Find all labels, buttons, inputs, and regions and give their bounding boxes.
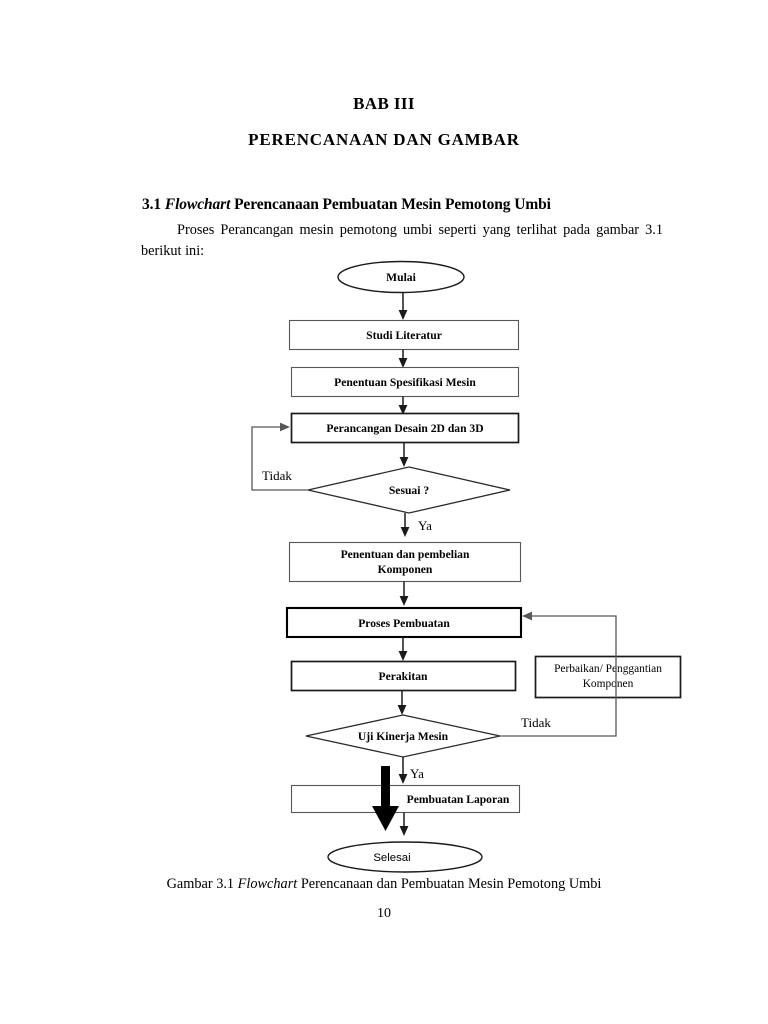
edge-spesifikasi-to-perancangan (398, 396, 408, 415)
edge-uji-tidak-loop (500, 611, 617, 737)
paragraph-text: Proses Perancangan mesin pemotong umbi s… (141, 222, 663, 259)
edge-mulai-to-studi (398, 292, 408, 320)
section-heading: 3.1 Flowchart Perencanaan Pembuatan Mesi… (142, 196, 662, 214)
flow-node-sesuai-label: Sesuai ? (389, 484, 429, 497)
flow-node-sesuai-decision: Sesuai ? (307, 466, 511, 514)
edge-label-tidak-uji: Tidak (521, 715, 551, 730)
page-number: 10 (377, 906, 391, 921)
edge-studi-to-spesifikasi (398, 349, 408, 368)
flow-node-proses-pembuatan-label: Proses Pembuatan (358, 617, 450, 630)
flow-node-studi-literatur: Studi Literatur (288, 319, 520, 351)
flow-node-perbaikan-komponen: Perbaikan/ Penggantian Komponen (534, 655, 682, 699)
chapter-subtitle: PERENCANAAN DAN GAMBAR (248, 130, 520, 149)
edge-laporan-to-selesai (399, 812, 409, 836)
edge-proses-to-perakitan (398, 637, 408, 661)
flow-node-proses-pembuatan: Proses Pembuatan (285, 606, 523, 639)
figure-caption: Gambar 3.1 Flowchart Perencanaan dan Pem… (0, 876, 768, 893)
flow-node-perbaikan-line2: Komponen (583, 678, 634, 690)
flow-node-pembuatan-laporan-label: Pembuatan Laporan (407, 793, 510, 806)
flow-node-perancangan-desain-label: Perancangan Desain 2D dan 3D (326, 422, 483, 435)
caption-rest: Perencanaan dan Pembuatan Mesin Pemotong… (300, 876, 602, 892)
section-title-italic: Flowchart (164, 196, 231, 213)
caption-prefix: Gambar 3.1 (166, 876, 235, 892)
flow-node-mulai: Mulai (337, 260, 465, 294)
body-paragraph: Proses Perancangan mesin pemotong umbi s… (141, 220, 663, 262)
section-title-rest: Perencanaan Pembuatan Mesin Pemotong Umb… (234, 196, 551, 213)
edge-perancangan-to-sesuai (399, 442, 409, 467)
flow-node-penentuan-spesifikasi-label: Penentuan Spesifikasi Mesin (334, 376, 476, 389)
edge-perakitan-to-uji (397, 690, 407, 715)
flow-node-penentuan-spesifikasi: Penentuan Spesifikasi Mesin (290, 366, 520, 398)
edge-pembelian-to-proses (399, 581, 409, 606)
edge-label-ya-design: Ya (418, 518, 432, 533)
section-number: 3.1 (142, 196, 162, 213)
edge-label-ya-uji: Ya (410, 766, 424, 781)
edge-sesuai-ya (400, 513, 410, 537)
caption-italic: Flowchart (237, 876, 298, 892)
flow-node-penentuan-pembelian-line2: Komponen (378, 563, 433, 576)
edge-label-tidak-design: Tidak (262, 468, 292, 483)
flow-node-perakitan-label: Perakitan (379, 670, 428, 683)
chapter-title: BAB III (353, 94, 415, 113)
edge-uji-ya (398, 757, 408, 784)
flow-node-penentuan-pembelian: Penentuan dan pembelian Komponen (288, 541, 522, 583)
flow-node-selesai-label: Selesai (373, 852, 410, 864)
flow-node-penentuan-pembelian-line1: Penentuan dan pembelian (341, 548, 470, 561)
flow-node-mulai-label: Mulai (386, 271, 416, 284)
flow-node-perancangan-desain: Perancangan Desain 2D dan 3D (290, 412, 520, 444)
flow-node-uji-kinerja-decision: Uji Kinerja Mesin (305, 714, 501, 758)
flow-node-selesai: Selesai (327, 841, 483, 873)
flow-node-uji-kinerja-label: Uji Kinerja Mesin (358, 730, 449, 743)
flow-node-pembuatan-laporan: Pembuatan Laporan (290, 784, 521, 814)
flow-node-perakitan: Perakitan (290, 660, 517, 692)
edge-sesuai-tidak-loop (251, 422, 308, 491)
pointer-arrow-overlay (372, 766, 399, 831)
flow-node-studi-literatur-label: Studi Literatur (366, 329, 442, 342)
flow-node-perbaikan-line1: Perbaikan/ Penggantian (554, 663, 662, 675)
